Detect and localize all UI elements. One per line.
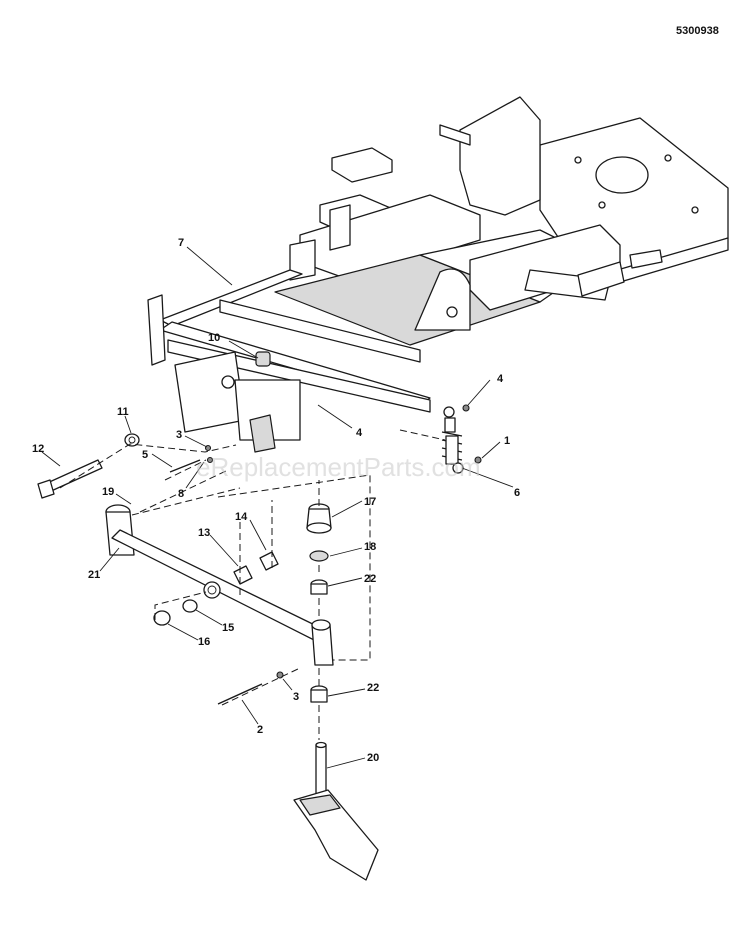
bolt-5 <box>169 459 201 473</box>
bushings <box>233 551 279 585</box>
callout-17: 17 <box>364 496 376 508</box>
callout-19: 19 <box>102 486 114 498</box>
callout-22-lower: 22 <box>367 682 379 694</box>
leader-lines <box>41 246 514 769</box>
callout-2: 2 <box>257 724 263 736</box>
callout-13: 13 <box>198 527 210 539</box>
callout-12: 12 <box>32 443 44 455</box>
axle-mount-bracket <box>174 351 246 433</box>
nut-11 <box>124 433 140 447</box>
callout-21: 21 <box>88 569 100 581</box>
callout-14: 14 <box>235 511 248 523</box>
top-bracket <box>331 147 393 183</box>
callout-10: 10 <box>208 332 220 344</box>
callout-4-upper: 4 <box>497 373 504 385</box>
callout-7: 7 <box>178 237 184 249</box>
callout-5: 5 <box>142 449 148 461</box>
caster-fork <box>293 741 379 881</box>
bolt-2 <box>217 683 263 705</box>
spindle-stack <box>306 503 332 703</box>
nut-18 <box>309 550 329 562</box>
shock-absorber <box>441 404 482 474</box>
callout-15: 15 <box>222 622 234 634</box>
callout-1: 1 <box>504 435 510 447</box>
bushing-13 <box>233 565 253 585</box>
main-frame <box>147 96 729 453</box>
callout-8: 8 <box>178 488 184 500</box>
watermark: eReplacementParts.com <box>196 452 481 482</box>
callout-18: 18 <box>364 541 376 553</box>
spacer-10 <box>255 351 271 367</box>
rear-upright-plate <box>459 96 541 216</box>
callout-6: 6 <box>514 487 520 499</box>
engine-opening <box>595 156 649 194</box>
bushing-16 <box>153 610 171 626</box>
document-id: 5300938 <box>676 25 719 37</box>
callout-3-lower: 3 <box>293 691 299 703</box>
callout-22-upper: 22 <box>364 573 376 585</box>
bolt-12 <box>44 459 103 493</box>
callout-labels: 7 10 4 4 1 6 11 3 5 8 12 19 17 14 13 18 … <box>32 237 520 764</box>
hardware-left <box>37 433 214 499</box>
washer-15 <box>182 599 198 613</box>
callout-20: 20 <box>367 752 379 764</box>
callout-11: 11 <box>117 406 129 418</box>
assembly-lines <box>59 429 446 740</box>
callout-4-lower: 4 <box>356 427 363 439</box>
callout-3-upper: 3 <box>176 429 182 441</box>
callout-16: 16 <box>198 636 210 648</box>
washer-3 <box>276 671 284 679</box>
bushing-14 <box>259 551 279 571</box>
front-axle <box>105 504 334 666</box>
left-front-bracket <box>147 294 166 366</box>
